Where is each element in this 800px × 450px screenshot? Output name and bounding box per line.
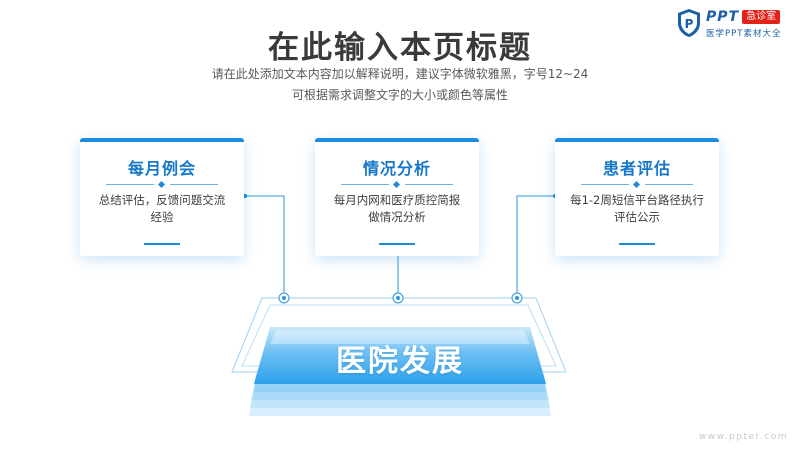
- diamond-icon: [392, 180, 401, 189]
- card-text: 每月内网和医疗质控简报做情况分析: [333, 193, 461, 224]
- logo-tagline: 医学PPT素材大全: [706, 29, 782, 39]
- card-divider: [341, 180, 453, 189]
- diamond-icon: [157, 180, 166, 189]
- page-title: 在此输入本页标题: [268, 30, 532, 66]
- connector-left: [245, 195, 285, 298]
- connector-node-middle-core: [396, 296, 400, 300]
- card-divider: [106, 180, 218, 189]
- card-title: 每月例会: [127, 159, 196, 178]
- watermark: www.ppter.com: [698, 432, 788, 442]
- card-text: 总结评估，反馈问题交流经验: [98, 193, 226, 224]
- connector-node-left-core: [282, 296, 286, 300]
- stage-top-face: [254, 327, 546, 384]
- card-divider: [581, 180, 693, 189]
- page-subtitle: 请在此处添加文本内容加以解释说明，建议字体微软雅黑，字号12~24 可根据需求调…: [150, 64, 650, 106]
- subtitle-line-1: 请在此处添加文本内容加以解释说明，建议字体微软雅黑，字号12~24: [211, 67, 589, 81]
- logo: P PPT 急诊室 医学PPT素材大全: [676, 8, 792, 42]
- connector-dots: [242, 193, 558, 304]
- card-underline: [144, 243, 180, 245]
- connector-node-right-core: [515, 296, 519, 300]
- svg-text:P: P: [685, 17, 694, 31]
- card-underline: [619, 243, 655, 245]
- subtitle-line-2: 可根据需求调整文字的大小或颜色等属性: [291, 88, 508, 102]
- shield-icon: P: [678, 9, 700, 37]
- card-monthly-meeting: 每月例会 总结评估，反馈问题交流经验: [80, 138, 244, 256]
- card-situation-analysis: 情况分析 每月内网和医疗质控简报做情况分析: [315, 138, 479, 256]
- stage-label: 医院发展: [336, 344, 464, 379]
- diamond-icon: [632, 180, 641, 189]
- card-underline: [379, 243, 415, 245]
- card-title: 患者评估: [602, 159, 671, 178]
- connector-right: [516, 195, 555, 298]
- card-text: 每1-2周短信平台路径执行评估公示: [570, 193, 704, 224]
- stage-outline-frames: [231, 297, 567, 373]
- connectors: [245, 195, 555, 298]
- card-patient-evaluation: 患者评估 每1-2周短信平台路径执行评估公示: [555, 138, 719, 256]
- logo-badge: 急诊室: [742, 10, 781, 24]
- card-title: 情况分析: [362, 159, 431, 178]
- stage-top-highlight: [270, 330, 530, 344]
- logo-brand: PPT: [706, 9, 740, 25]
